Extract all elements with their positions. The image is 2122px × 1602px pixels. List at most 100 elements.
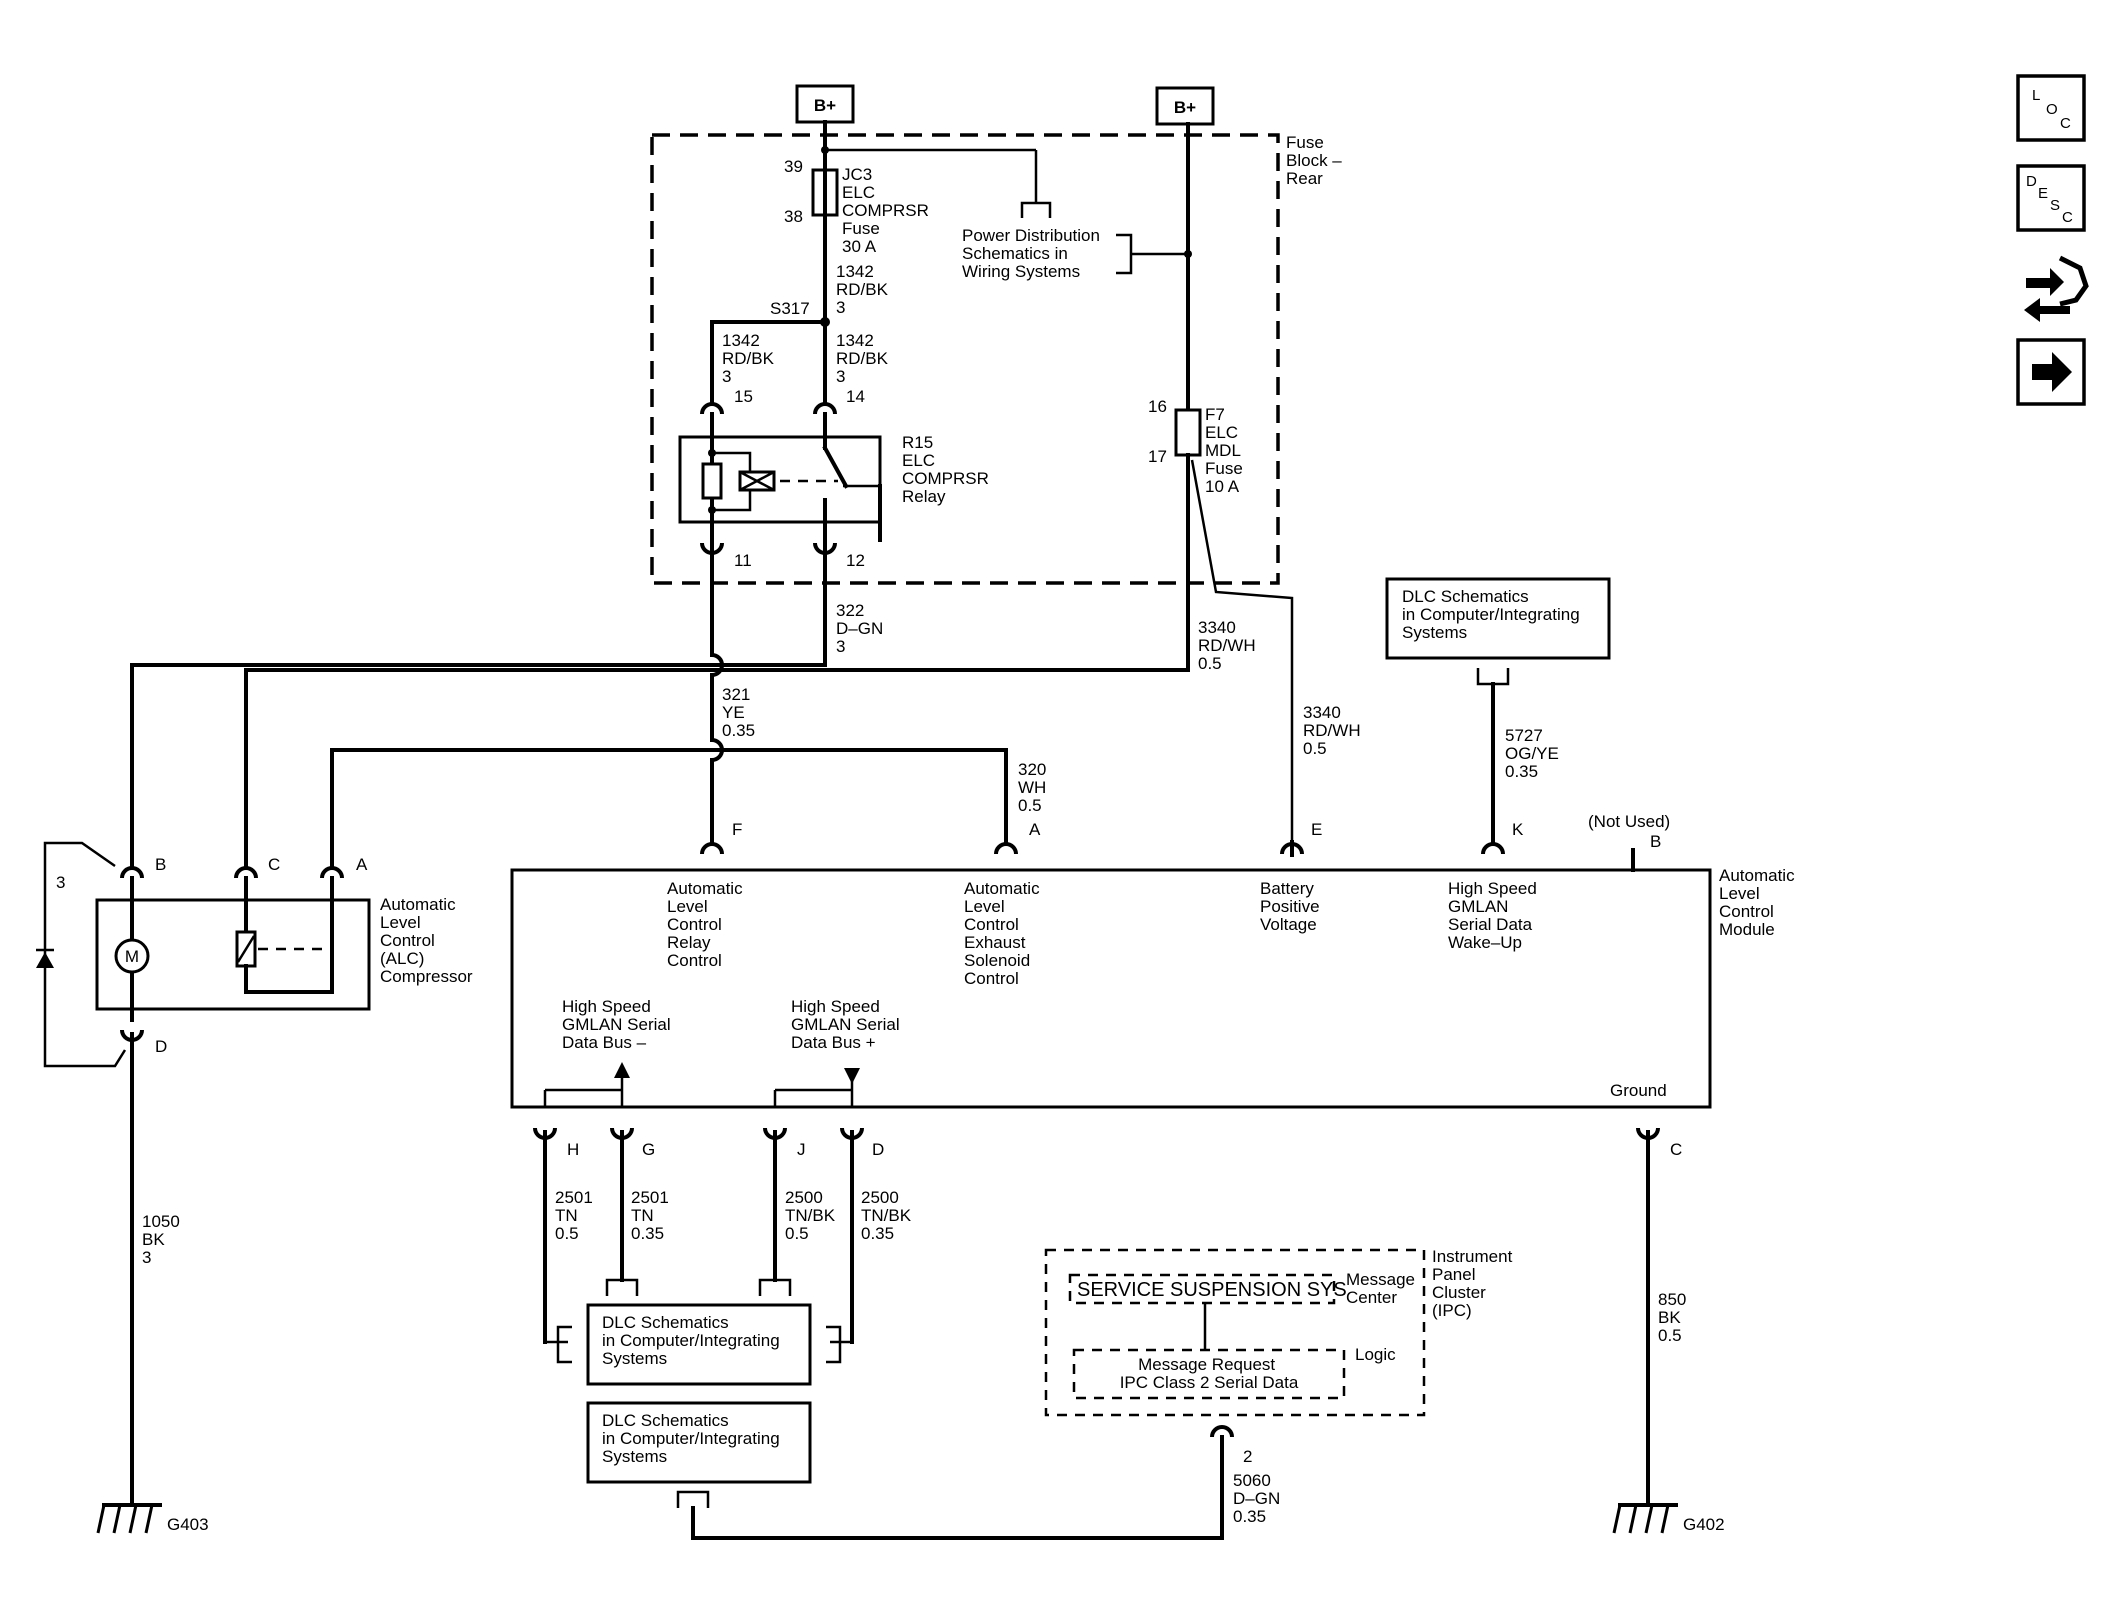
wire-2500-j-label: 2500 TN/BK 0.5	[785, 1188, 840, 1243]
svg-text:High Speed GMLAN S: High Speed GMLAN Serial Data Wake–Up	[1448, 879, 1542, 952]
svg-text:JC3 ELC COMPRSR: JC3 ELC COMPRSR Fuse 30 A	[842, 165, 934, 256]
wire-1342-label-c: 1342 RD/BK 3	[836, 331, 893, 386]
wire-5727-label: 5727 OG/YE 0.35	[1505, 726, 1564, 781]
dlc-reference-bottom: DLC Schematics in Computer/Integrating S…	[586, 1401, 812, 1508]
svg-text:17: 17	[1148, 447, 1167, 466]
svg-text:F: F	[732, 820, 742, 839]
splice-label: S317	[770, 299, 810, 318]
wire-2501-g-label: 2501 TN 0.35	[631, 1188, 674, 1243]
wire-2501-h-label: 2501 TN 0.5	[555, 1188, 598, 1243]
connector-icon	[2024, 255, 2089, 322]
svg-text:C: C	[1670, 1140, 1682, 1159]
dlc-reference-top: DLC Schematics in Computer/Integrating S…	[1385, 577, 1611, 686]
ipc-message-text: SERVICE SUSPENSION SYS	[1077, 1279, 1347, 1301]
fuse-f7: 16 17 F7 ELC MDL Fuse 10 A	[1148, 397, 1248, 496]
wire-1342-label-a: 1342 RD/BK 3	[836, 262, 893, 317]
alc-compressor: B C A M D Automatic Level Control (ALC) …	[95, 663, 473, 1056]
svg-text:39: 39	[784, 157, 803, 176]
svg-text:C: C	[2060, 115, 2071, 132]
svg-text:Power Distribution Schem: Power Distribution Schematics in Wiring …	[962, 226, 1105, 281]
svg-text:B+: B+	[1174, 98, 1196, 117]
arrow-right-icon	[2032, 352, 2072, 392]
wire-320-label: 320 WH 0.5	[1018, 760, 1051, 815]
svg-text:Instrument Panel C: Instrument Panel Cluster (IPC)	[1432, 1247, 1517, 1320]
wire-1342-label-b: 1342 RD/BK 3	[722, 331, 779, 386]
svg-text:C: C	[268, 855, 280, 874]
suppression-diode: 3	[36, 841, 127, 1068]
alc-module: F A E K B (Not Used) Automatic Level Con…	[510, 812, 1799, 1159]
battery-terminal-right: B+	[1155, 86, 1215, 126]
svg-text:11: 11	[734, 551, 752, 570]
wire-850-label: 850 BK 0.5	[1658, 1290, 1691, 1345]
relay-r15: 15 14 11 12 R15 ELC COMPRSR Relay	[678, 387, 994, 570]
ground-g402-label: G402	[1683, 1515, 1725, 1534]
svg-text:14: 14	[846, 387, 865, 406]
svg-text:Message Request IPC Clas: Message Request IPC Class 2 Serial Data	[1120, 1355, 1299, 1392]
svg-text:B+: B+	[814, 96, 836, 115]
svg-text:F7 ELC MDL F: F7 ELC MDL Fuse 10 A	[1205, 405, 1248, 496]
wire-2500-d-label: 2500 TN/BK 0.35	[861, 1188, 916, 1243]
wire-3340-label-b: 3340 RD/WH 0.5	[1303, 703, 1365, 758]
svg-text:D: D	[155, 1037, 167, 1056]
svg-text:15: 15	[734, 387, 753, 406]
svg-text:16: 16	[1148, 397, 1167, 416]
wire-1050-label: 1050 BK 3	[142, 1212, 185, 1267]
svg-text:H: H	[567, 1140, 579, 1159]
svg-text:12: 12	[846, 551, 865, 570]
svg-text:38: 38	[784, 207, 803, 226]
svg-text:DLC Schematics in Comput: DLC Schematics in Computer/Integrating S…	[602, 1313, 784, 1368]
svg-text:Automatic Level Co: Automatic Level Control Exhaust Solenoid…	[964, 879, 1044, 988]
svg-text:L: L	[2032, 87, 2040, 104]
svg-text:3: 3	[56, 873, 65, 892]
svg-text:C: C	[2062, 209, 2073, 226]
svg-text:High Speed GMLAN Serial: High Speed GMLAN Serial Data Bus –	[562, 997, 675, 1052]
svg-text:D: D	[2026, 173, 2037, 190]
svg-text:Automatic Level Co: Automatic Level Control Relay Control	[667, 879, 747, 970]
svg-text:S: S	[2050, 197, 2060, 214]
svg-text:Message Center: Message Center	[1346, 1270, 1420, 1307]
svg-text:J: J	[797, 1140, 806, 1159]
instrument-panel-cluster: SERVICE SUSPENSION SYS Message Center Lo…	[1044, 1247, 1517, 1466]
svg-text:A: A	[356, 855, 368, 874]
svg-text:E: E	[2038, 185, 2048, 202]
wire-321-label: 321 YE 0.35	[722, 685, 755, 740]
ground-g403-label: G403	[167, 1515, 209, 1534]
wire-322-label: 322 D–GN 3	[836, 601, 888, 656]
svg-text:High Speed GMLAN Serial: High Speed GMLAN Serial Data Bus +	[791, 997, 904, 1052]
svg-text:Logic: Logic	[1355, 1345, 1396, 1364]
svg-text:Battery Positive V: Battery Positive Voltage	[1260, 879, 1324, 934]
fuse-jc3: 39 38 JC3 ELC COMPRSR Fuse 30 A	[784, 157, 934, 256]
dlc-reference-middle: DLC Schematics in Computer/Integrating S…	[556, 1278, 842, 1386]
svg-text:Ground: Ground	[1610, 1081, 1667, 1100]
svg-text:D: D	[872, 1140, 884, 1159]
svg-text:DLC Schematics in Comput: DLC Schematics in Computer/Integrating S…	[602, 1411, 784, 1466]
ground-symbol-g402	[1612, 1503, 1680, 1535]
fuse-block-rear: Fuse Block – Rear	[650, 133, 1346, 585]
svg-text:K: K	[1512, 820, 1524, 839]
svg-text:B: B	[1650, 832, 1661, 851]
battery-terminal-left: B+	[795, 84, 855, 124]
svg-text:Automatic Level Co: Automatic Level Control (ALC) Compressor	[380, 895, 473, 986]
svg-text:Automatic Level Co: Automatic Level Control Module	[1719, 866, 1799, 939]
svg-text:A: A	[1029, 820, 1041, 839]
svg-text:(Not Used): (Not Used)	[1588, 812, 1670, 831]
svg-text:2: 2	[1243, 1447, 1252, 1466]
svg-text:M: M	[125, 947, 139, 966]
svg-text:O: O	[2046, 101, 2058, 118]
fuse-block-label: Fuse Block – Rear	[1286, 133, 1346, 188]
description-button[interactable]: D E S C	[2016, 164, 2086, 232]
svg-text:DLC Schematics in Comput: DLC Schematics in Computer/Integrating S…	[1402, 587, 1584, 642]
svg-text:B: B	[155, 855, 166, 874]
connector-view-button[interactable]	[2024, 255, 2089, 322]
motor-icon	[114, 938, 150, 974]
location-button[interactable]: L O C	[2016, 74, 2086, 142]
wire-5060-label: 5060 D–GN 0.35	[1233, 1471, 1285, 1526]
svg-text:G: G	[642, 1140, 655, 1159]
ground-symbol-g403	[96, 1503, 164, 1535]
next-page-button[interactable]	[2016, 338, 2086, 406]
svg-text:R15 ELC COMPRSR: R15 ELC COMPRSR Relay	[902, 433, 994, 506]
svg-text:E: E	[1311, 820, 1322, 839]
power-distribution-reference: Power Distribution Schematics in Wiring …	[962, 226, 1188, 281]
wire-3340-label-a: 3340 RD/WH 0.5	[1198, 618, 1260, 673]
